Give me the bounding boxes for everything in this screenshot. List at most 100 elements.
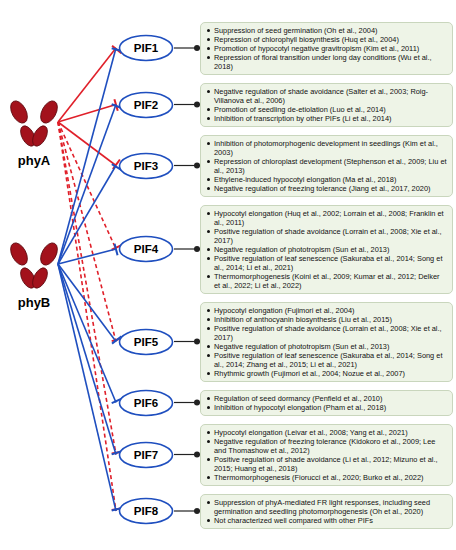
oval-shape [120,237,173,262]
inhibition-line [58,264,116,455]
function-item: Ethylene-induced hypocotyl elongation (M… [206,175,447,184]
oval-shape [120,390,173,415]
function-item: Positive regulation of shade avoidance (… [206,324,447,342]
pif-label: PIF5 [134,336,158,348]
function-item: Suppression of phyA-mediated FR light re… [206,498,447,516]
connector [58,104,123,264]
photoreceptor: phyB [6,240,62,314]
connector [58,122,120,169]
function-item: Thermomorphogenesis (Koini et al., 2009;… [206,272,447,290]
pif-label: PIF8 [134,505,158,517]
inhibition-line [58,48,116,264]
pif-label: PIF4 [134,243,158,255]
function-item: Inhibition of photomorphogenic developme… [206,139,447,157]
function-item: Inhibition of transcription by other PIF… [206,114,447,123]
function-item: Thermomorphogenesis (Fiorucci et al., 20… [206,473,447,482]
function-item: Positive regulation of shade avoidance (… [206,227,447,245]
pif-oval: PIF2 [118,91,174,119]
function-item: Repression of chlorophyll biosynthesis (… [206,35,447,44]
oval-shape [120,36,173,61]
function-item: Repression of floral transition under lo… [206,53,447,71]
connector [174,508,200,514]
inhibition-line [58,264,116,403]
function-item: Negative regulation of phototropism (Sun… [206,245,447,254]
pif-oval: PIF6 [118,389,174,417]
function-item: Promotion of hypocotyl negative gravitro… [206,44,447,53]
function-box: Hypocotyl elongation (Fujimori et al., 2… [200,302,453,382]
connector [174,246,200,252]
function-item: Hypocotyl elongation (Huq et al., 2002; … [206,209,447,227]
inhibition-line [58,122,116,511]
function-box: Regulation of seed dormancy (Penfield et… [200,390,453,416]
function-box: Negative regulation of shade avoidance (… [200,83,453,127]
function-item: Inhibition of hypocotyl elongation (Pham… [206,403,447,412]
connector [174,452,200,458]
receptor-label: phyB [6,295,62,310]
connector [58,244,118,264]
pif-oval: PIF8 [118,497,174,525]
connector [58,99,118,122]
pif-label: PIF1 [134,42,158,54]
function-item: Not characterized well compared with oth… [206,516,447,525]
receptor-lobe [30,123,51,148]
connector [58,164,122,264]
function-item: Hypocotyl elongation (Leivar et al., 200… [206,428,447,437]
connector [174,163,200,169]
connector [58,46,121,122]
inhibition-line [58,105,116,265]
receptor-icon [6,240,62,294]
connector [58,264,123,455]
oval-shape [120,329,173,354]
connector [58,264,123,511]
function-item: Promotion of seedling de-etiolation (Luo… [206,105,447,114]
connector [174,45,200,51]
connector [58,122,124,511]
connector [174,400,200,406]
inhibition-line [58,48,116,122]
receptor-lobe [37,240,61,268]
receptor-lobe [37,98,61,126]
connector [58,48,123,264]
receptor-icon [6,98,62,152]
oval-shape [120,92,173,117]
pif-oval: PIF7 [118,441,174,469]
function-item: Rhythmic growth (Fujimori et al., 2004; … [206,369,447,378]
inhibition-line [58,122,116,455]
function-item: Positive regulation of leaf senescence (… [206,254,447,272]
connector [174,102,200,108]
function-box: Hypocotyl elongation (Leivar et al., 200… [200,424,453,486]
inhibition-line [58,249,116,264]
function-box: Suppression of phyA-mediated FR light re… [200,494,453,529]
pif-label: PIF3 [134,160,158,172]
function-item: Negative regulation of phototropism (Sun… [206,342,447,351]
receptor-lobe [30,265,51,290]
oval-shape [120,153,173,178]
pif-label: PIF7 [134,449,158,461]
inhibition-bar [115,244,118,256]
function-box: Hypocotyl elongation (Huq et al., 2002; … [200,205,453,294]
connector [174,339,200,345]
pif-oval: PIF1 [118,34,174,62]
connector [58,264,123,403]
oval-shape [120,442,173,467]
receptor-lobe [7,98,31,126]
pif-label: PIF2 [134,99,158,111]
inhibition-line [58,105,116,123]
oval-shape [120,499,173,524]
receptor-label: phyA [6,153,62,168]
pif-oval: PIF4 [118,235,174,263]
inhibition-line [58,264,116,511]
function-item: Negative regulation of shade avoidance (… [206,87,447,105]
function-box: Suppression of seed germination (Oh et a… [200,22,453,75]
function-item: Hypocotyl elongation (Fujimori et al., 2… [206,306,447,315]
pif-oval: PIF5 [118,328,174,356]
receptor-lobe [7,240,31,268]
pif-label: PIF6 [134,397,158,409]
function-item: Negative regulation of freezing toleranc… [206,184,447,193]
function-item: Suppression of seed germination (Oh et a… [206,26,447,35]
function-item: Regulation of seed dormancy (Penfield et… [206,394,447,403]
function-item: Positive regulation of leaf senescence (… [206,351,447,369]
function-item: Negative regulation of freezing toleranc… [206,437,447,455]
function-item: Positive regulation of shade avoidance (… [206,455,447,473]
